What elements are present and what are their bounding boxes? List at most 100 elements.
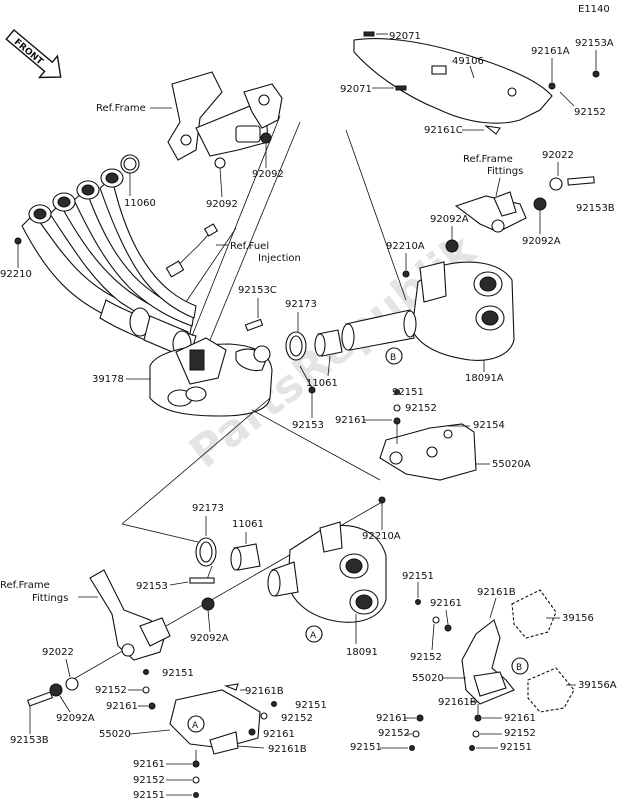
ref-frame-fittings-a-label-1: Ref.Frame xyxy=(0,580,50,591)
washer-92022-top xyxy=(549,177,563,191)
bolt-92151-a3 xyxy=(193,792,199,798)
bolt-92210a-low xyxy=(378,496,386,504)
washer-92152-mid xyxy=(393,404,401,412)
ref-frame-fittings-b-label-2: Fittings xyxy=(487,166,523,177)
frame-bracket-drawing xyxy=(167,71,283,169)
damper-92092a-bottom-left xyxy=(49,683,63,697)
leader-lines xyxy=(71,115,407,681)
clamp-92173-top-drawing xyxy=(285,331,307,361)
marker-a-muffler xyxy=(305,625,323,643)
part-92092a-right-label: 92092A xyxy=(522,236,561,247)
bolt-92153c-drawing xyxy=(244,318,264,332)
gasket-inner-ring xyxy=(123,157,137,171)
marker-b-top xyxy=(385,347,403,365)
part-92210-label: 92210 xyxy=(0,269,32,280)
part-92151-r3-label: 92151 xyxy=(500,742,532,753)
part-92092a-bl-label: 92092A xyxy=(56,713,95,724)
marker-a-muffler-label: A xyxy=(310,631,317,641)
bolt-92151-mid xyxy=(394,389,400,395)
collar-92161-a3 xyxy=(192,760,200,768)
part-55020-right-label: 55020 xyxy=(412,673,444,684)
frame-fittings-bracket-right-drawing xyxy=(454,191,527,233)
part-49106-label: 49106 xyxy=(452,56,484,67)
part-39156-label: 39156 xyxy=(562,613,594,624)
cover-55020-left-drawing xyxy=(169,689,261,755)
part-92173-top-label: 92173 xyxy=(285,299,317,310)
pre-chamber-39178-drawing xyxy=(149,337,273,417)
bolt-92210 xyxy=(14,237,22,245)
washer-92022-low xyxy=(65,677,79,691)
exhaust-header-pipes-drawing xyxy=(21,168,197,358)
ref-frame-fittings-b-label-1: Ref.Frame xyxy=(463,154,513,165)
collar-92161-r1 xyxy=(444,624,452,632)
part-92161-a3-label: 92161 xyxy=(133,759,165,770)
part-92071-left-label: 92071 xyxy=(340,84,372,95)
part-18091-label: 18091 xyxy=(346,647,378,658)
part-92173-low-label: 92173 xyxy=(192,503,224,514)
collar-92161-a2 xyxy=(248,728,256,736)
washer-92152-a2 xyxy=(260,712,268,720)
collar-92161-r2 xyxy=(416,714,424,722)
part-92153b-low-label: 92153B xyxy=(10,735,49,746)
bolt-92151-r1 xyxy=(415,599,421,605)
bolt-92151-r2 xyxy=(409,745,415,751)
part-92151-a2-label: 92151 xyxy=(295,700,327,711)
part-11060-label: 11060 xyxy=(124,198,156,209)
part-92161b-a-label: 92161B xyxy=(245,686,284,697)
muffler-18091-drawing xyxy=(267,521,387,623)
bolt-92151-a2 xyxy=(271,701,277,707)
part-92153-low-label: 92153 xyxy=(136,581,168,592)
sticker-39156a-drawing xyxy=(527,667,575,713)
part-92092-label-b: 92092 xyxy=(252,169,284,180)
part-92151-a3-label: 92151 xyxy=(133,790,165,800)
bolt-92153b-top xyxy=(567,176,595,186)
part-92022-top-label: 92022 xyxy=(542,150,574,161)
bolt-92153-low xyxy=(189,577,215,584)
bolt-92210a-top xyxy=(402,270,410,278)
part-92092a-low-label: 92092A xyxy=(190,633,229,644)
part-92153c-label: 92153C xyxy=(238,285,277,296)
cover-55020a-drawing xyxy=(379,423,477,481)
part-92154-label: 92154 xyxy=(473,420,505,431)
washer-92152-r1 xyxy=(432,616,440,624)
part-92161a-label: 92161A xyxy=(531,46,570,57)
part-92161b-a2-label: 92161B xyxy=(268,744,307,755)
muffler-18091a-drawing xyxy=(341,261,515,361)
part-92161-a2-label: 92161 xyxy=(263,729,295,740)
collar-92161-r3 xyxy=(474,714,482,722)
bolt-92151-a1 xyxy=(143,669,149,675)
part-92153-mid-label: 92153 xyxy=(292,420,324,431)
part-55020-left-label: 55020 xyxy=(99,729,131,740)
collar-92161b-a xyxy=(223,683,239,691)
ref-frame-label: Ref.Frame xyxy=(96,103,146,114)
sleeve-11061-low-drawing xyxy=(230,543,261,571)
clamp-92173-low-drawing xyxy=(195,537,217,567)
part-92210a-top-label: 92210A xyxy=(386,241,425,252)
part-92092-label-a: 92092 xyxy=(206,199,238,210)
washer-92152-a3 xyxy=(192,776,200,784)
ref-frame-fittings-a-label-2: Fittings xyxy=(32,593,68,604)
oxygen-sensor-drawing xyxy=(165,223,219,278)
part-92210a-low-label: 92210A xyxy=(362,531,401,542)
part-92161b-r1-label: 92161B xyxy=(477,587,516,598)
sticker-39156-drawing xyxy=(511,589,557,639)
ref-fuel-injection-label-2: Injection xyxy=(258,253,301,264)
heat-shield-49106-drawing xyxy=(353,31,553,124)
diagram-code: E1140 xyxy=(578,4,610,15)
part-92161c-label: 92161C xyxy=(424,125,463,136)
bolt-92151-r3 xyxy=(469,745,475,751)
part-92152-r2-label: 92152 xyxy=(378,728,410,739)
damper-92092a-top xyxy=(533,197,547,211)
marker-b-cover-label: B xyxy=(516,663,522,673)
part-92152-r1-label: 92152 xyxy=(410,652,442,663)
part-92152-mid-label: 92152 xyxy=(405,403,437,414)
marker-b-top-label: B xyxy=(390,353,396,363)
part-92092a-top-label: 92092A xyxy=(430,214,469,225)
bolt-92153b-low xyxy=(26,691,54,707)
collar-92161c xyxy=(484,125,501,135)
damper-92092a-left xyxy=(445,239,459,253)
collar-92161a xyxy=(548,82,556,90)
part-92152-r3-label: 92152 xyxy=(504,728,536,739)
part-39178-label: 39178 xyxy=(92,374,124,385)
sleeve-11061-top-drawing xyxy=(314,329,343,357)
